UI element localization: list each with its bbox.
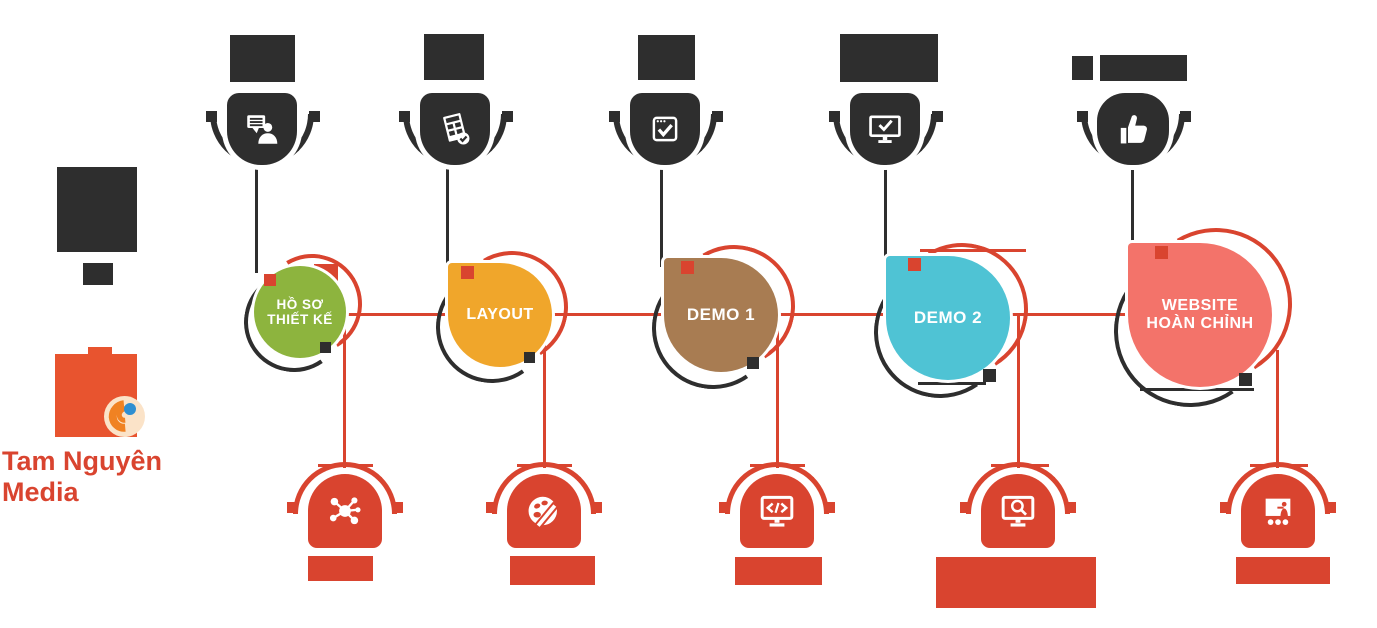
arc-end-square (1180, 111, 1191, 122)
connector-top (1131, 165, 1134, 251)
process-badge: WEBSITE HOÀN CHỈNH (1128, 243, 1272, 387)
process-label: DEMO 1 (686, 305, 756, 324)
connector-bottom (343, 314, 346, 468)
arc-end-square (287, 502, 298, 513)
palette-icon (528, 496, 559, 530)
process-label: LAYOUT (466, 306, 534, 323)
accent-square (681, 261, 694, 274)
arc-end-square (932, 111, 943, 122)
connector-top (446, 165, 449, 271)
arc-bottom-segment (1140, 388, 1254, 391)
arc-bottom-segment (918, 382, 986, 385)
arc-end-square (712, 111, 723, 122)
monitor-check-icon (869, 115, 901, 143)
brand-subtitle-box (83, 263, 113, 285)
logo-bag-tab (88, 347, 112, 355)
quote-check-icon (443, 113, 470, 145)
arc-end-square (824, 502, 835, 513)
accent-square (908, 258, 921, 271)
process-label: WEBSITE (1161, 297, 1239, 314)
arc-end-square (1077, 111, 1088, 122)
arc-end-square (399, 111, 410, 122)
accent-square (1155, 246, 1168, 259)
bottom-label-box (510, 556, 595, 585)
accent-square (264, 274, 276, 286)
search-monitor-icon (1001, 495, 1035, 527)
accent-square (524, 352, 535, 363)
code-monitor-icon (760, 495, 794, 527)
process-badge: LAYOUT (448, 263, 552, 367)
thumbs-up-icon (1120, 115, 1147, 144)
process-label-line2: THIẾT KẾ (267, 312, 333, 327)
bottom-label-box (936, 557, 1096, 608)
network-icon (329, 497, 361, 525)
arc-end-square (960, 502, 971, 513)
process-label: HỒ SƠ (276, 297, 324, 312)
accent-square (747, 357, 759, 369)
arc-end-square (719, 502, 730, 513)
top-icon-badge (850, 93, 920, 165)
top-label-box (1100, 55, 1187, 81)
connector-top (884, 165, 887, 263)
bottom-icon-badge (981, 474, 1055, 548)
top-label-box (1072, 56, 1093, 80)
bottom-icon-badge (308, 474, 382, 548)
process-badge: DEMO 1 (664, 258, 778, 372)
connector-bottom (776, 314, 779, 468)
arc-end-square (206, 111, 217, 122)
top-icon-badge (227, 93, 297, 165)
top-label-box (230, 35, 295, 82)
arc-top-segment (920, 249, 1026, 252)
bottom-icon-badge (740, 474, 814, 548)
accent-square (320, 342, 331, 353)
bottom-label-box (308, 556, 373, 581)
process-label: DEMO 2 (913, 308, 983, 327)
arc-end-square (1065, 502, 1076, 513)
accent-square (461, 266, 474, 279)
arc-end-square (392, 502, 403, 513)
logo-swirl-dot (124, 403, 136, 415)
logo-swirl-background (104, 396, 145, 437)
training-board-icon (1265, 498, 1291, 525)
connector-top (255, 167, 258, 273)
bottom-icon-badge (507, 474, 581, 548)
connector-bottom (1276, 350, 1279, 468)
bottom-label-box (1236, 557, 1330, 584)
top-icon-badge (1097, 93, 1169, 165)
accent-square (983, 369, 996, 382)
top-label-box (638, 35, 695, 80)
brand-title-box (57, 167, 137, 252)
arc-end-square (609, 111, 620, 122)
process-label-line2: HOÀN CHỈNH (1146, 315, 1254, 332)
top-label-box (840, 34, 938, 82)
arc-end-square (591, 502, 602, 513)
arc-end-square (1325, 502, 1336, 513)
bottom-icon-badge (1241, 474, 1315, 548)
arc-end-square (829, 111, 840, 122)
arc-end-square (502, 111, 513, 122)
consultation-icon (247, 115, 278, 144)
browser-check-icon (652, 116, 678, 142)
arc-end-square (1220, 502, 1231, 513)
top-label-box (424, 34, 484, 80)
top-icon-badge (630, 93, 700, 165)
connector-bottom (1017, 314, 1020, 468)
arc-end-square (486, 502, 497, 513)
arc-end-square (309, 111, 320, 122)
connector-top (660, 165, 663, 267)
connector-bottom (543, 314, 546, 468)
brand-name: Tam Nguyên Media (2, 446, 163, 507)
top-icon-badge (420, 93, 490, 165)
accent-square (1239, 373, 1252, 386)
bottom-label-box (735, 557, 822, 585)
process-badge: DEMO 2 (886, 256, 1010, 380)
